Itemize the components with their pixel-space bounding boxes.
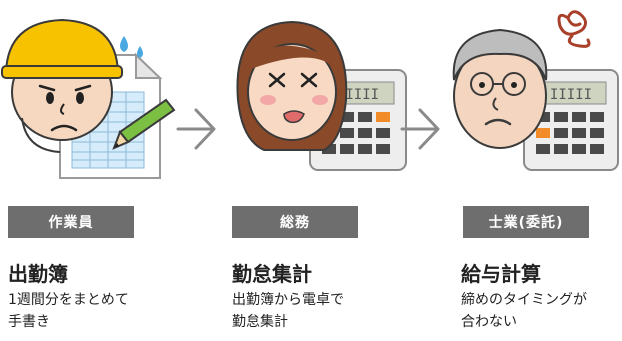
general-affairs-illustration: IIIII: [228, 0, 428, 190]
title-attendance-tally: 勤怠集計: [232, 262, 312, 286]
role-label-professional: 士業(委託): [463, 206, 589, 238]
title-payroll: 給与計算: [461, 262, 541, 286]
svg-text:IIIII: IIIII: [550, 87, 592, 103]
title-timesheet: 出勤簿: [8, 262, 68, 286]
role-label-worker: 作業員: [8, 206, 134, 238]
description-payroll: 締めのタイミングが 合わない: [461, 292, 587, 330]
worker-with-helmet-icon: [1, 18, 143, 153]
pencil-icon: [112, 98, 176, 150]
description-timesheet: 1週間分をまとめて 手書き: [8, 292, 129, 330]
role-label-general-affairs: 総務: [232, 206, 358, 238]
calculator-icon: IIIII: [523, 69, 619, 171]
description-attendance-tally: 出勤簿から電卓で 勤怠集計: [232, 292, 344, 330]
worker-illustration: [0, 0, 200, 190]
svg-text:IIIII: IIIII: [337, 87, 379, 103]
arrow-right-icon: [174, 104, 218, 154]
tired-woman-icon: [236, 20, 348, 151]
professional-illustration: IIIII: [440, 0, 622, 190]
arrow-right-icon: [398, 104, 442, 154]
confused-old-man-icon: [452, 10, 591, 149]
